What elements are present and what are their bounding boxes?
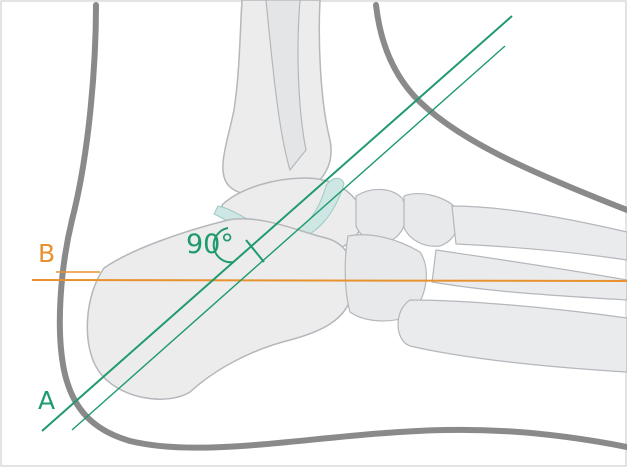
line-b [32,280,627,281]
line-b-label: B [38,241,55,266]
metatarsal-bone-1 [452,206,627,260]
cuneiform-bone [404,194,458,247]
metatarsal-bone-5 [398,300,627,372]
metatarsal-bone-2 [432,250,627,300]
line-a-label: A [38,388,55,413]
angle-label: 90° [186,231,234,258]
skin-outline-dorsum [376,5,627,210]
